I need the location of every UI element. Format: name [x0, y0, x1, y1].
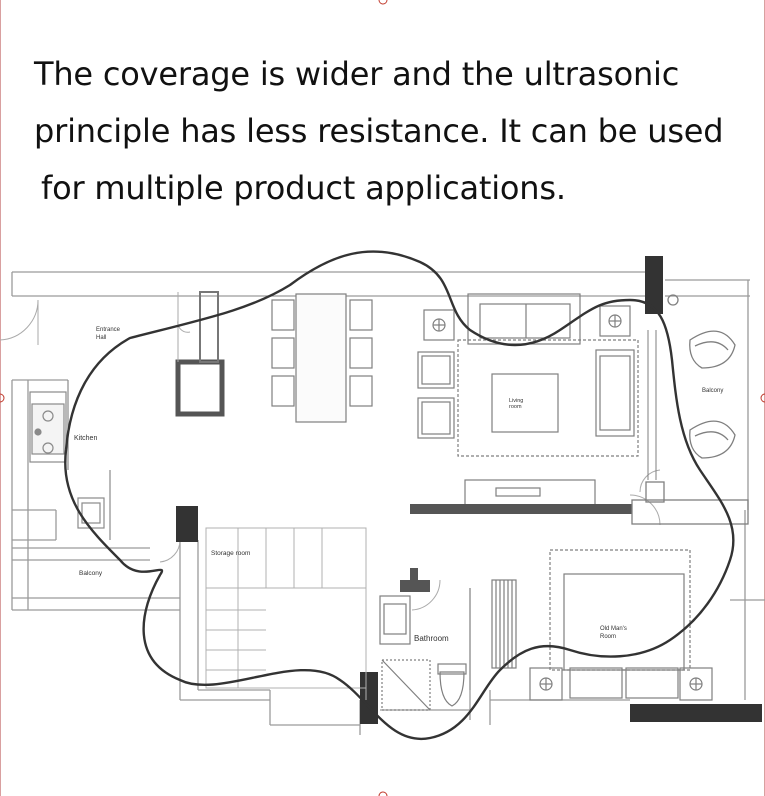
label-kitchen: Kitchen — [74, 435, 97, 442]
kitchen-fixtures — [29, 380, 111, 540]
left-marker-circle — [0, 393, 5, 403]
headline: The coverage is wider and the ultrasonic… — [34, 46, 754, 217]
label-entrance-line-2: Hall — [96, 335, 106, 341]
balcony-chairs — [631, 294, 749, 525]
headline-line-2: principle has less resistance. It can be… — [34, 112, 724, 150]
label-entrance-line-1: Entrance — [96, 327, 121, 333]
coverage-curve — [64, 250, 735, 741]
walls — [11, 271, 765, 735]
door-swings — [0, 299, 661, 611]
room-labels: Entrance Hall Kitchen Balcony Storage ro… — [74, 327, 723, 643]
bottom-marker-circle — [378, 791, 388, 796]
label-bathroom: Bathroom — [414, 634, 449, 643]
label-old-man-line-2: Room — [600, 634, 616, 640]
stairs — [205, 527, 367, 700]
top-marker-circle — [378, 0, 388, 5]
bathroom-fixtures — [379, 579, 517, 711]
label-living-line-2: room — [509, 404, 522, 410]
label-living-line-1: Living — [509, 398, 523, 404]
label-balcony-left: Balcony — [79, 570, 103, 577]
headline-line-3: for multiple product applications. — [41, 169, 566, 207]
dining-set — [271, 293, 373, 423]
label-old-man-line-1: Old Man's — [600, 626, 627, 632]
label-storage: Storage room — [211, 550, 250, 557]
right-marker-circle — [760, 393, 765, 403]
living-room-furniture — [417, 293, 639, 507]
label-balcony-right: Balcony — [702, 388, 723, 394]
old-mans-room-furniture — [529, 549, 713, 701]
entrance-wall — [175, 291, 225, 417]
thick-walls — [176, 256, 762, 724]
headline-line-1: The coverage is wider and the ultrasonic — [34, 55, 680, 93]
